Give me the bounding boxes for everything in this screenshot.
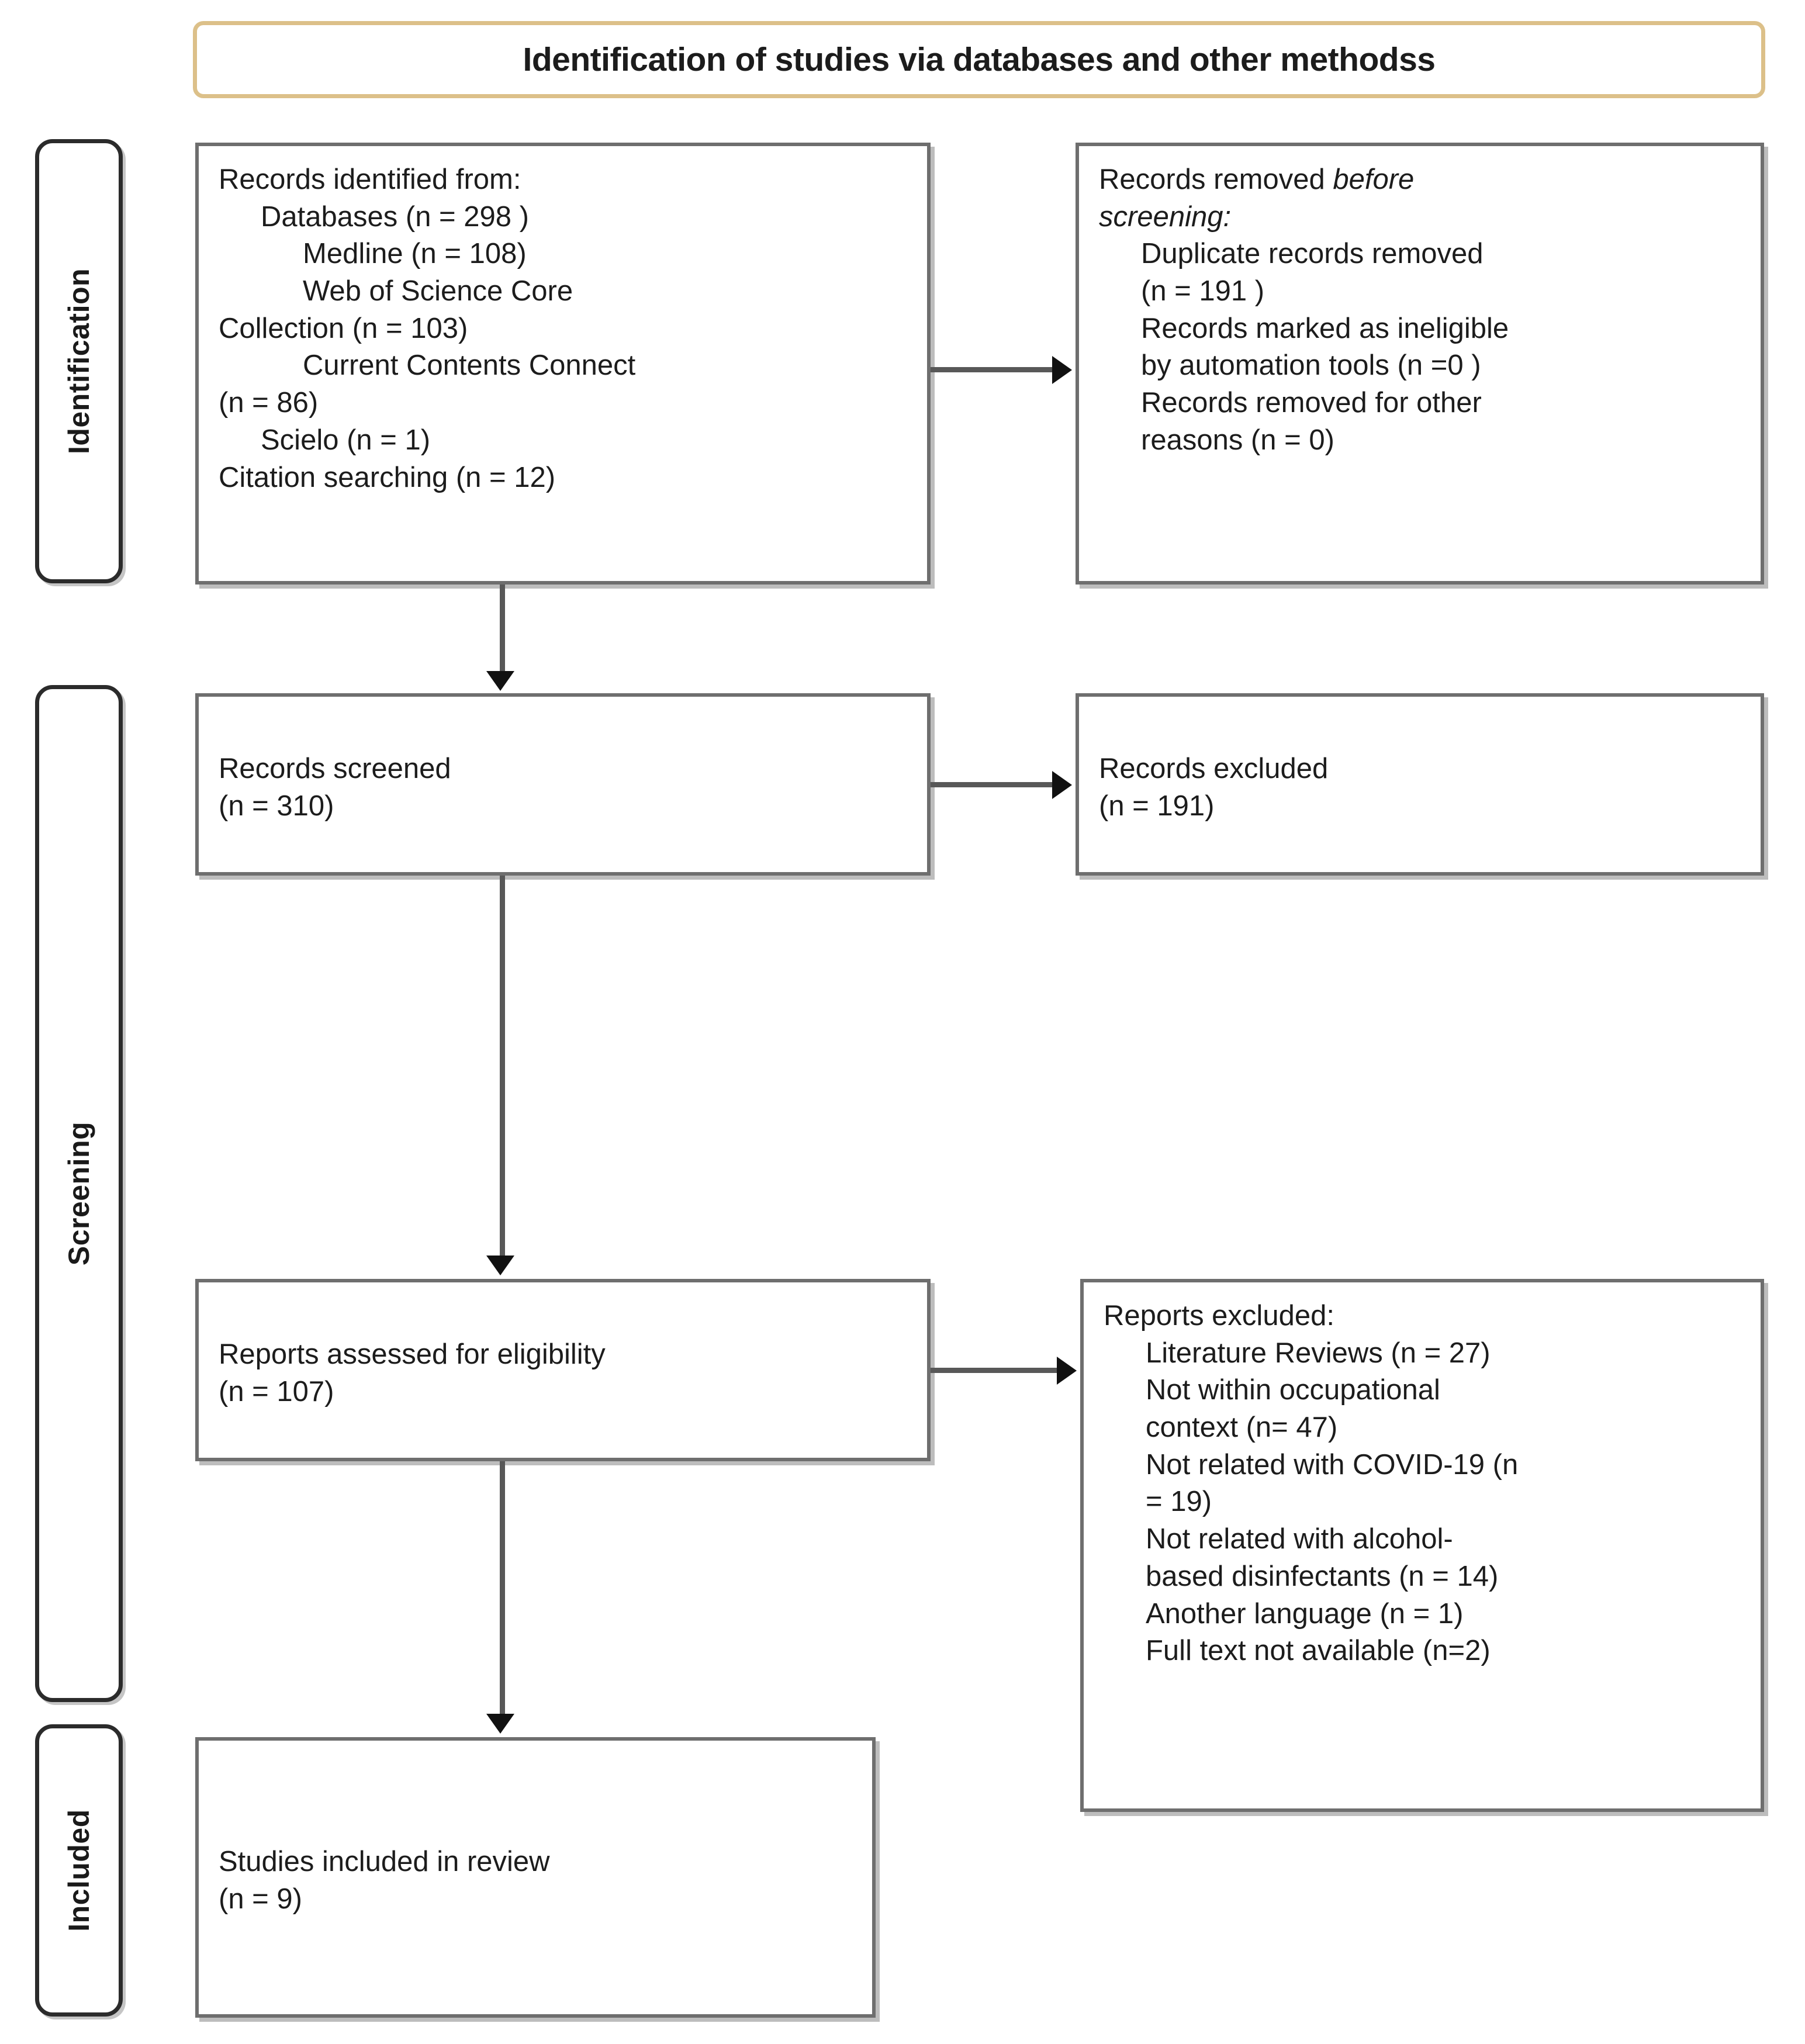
box-line: (n = 310) bbox=[219, 790, 334, 822]
box-line-prefix: Records removed bbox=[1099, 164, 1333, 195]
connector-screened-to-records-excluded bbox=[931, 782, 1054, 787]
stage-label-text: Identification bbox=[63, 268, 96, 455]
box-line: (n = 191) bbox=[1099, 790, 1215, 822]
box-line: Medline (n = 108) bbox=[303, 238, 527, 270]
page-title: Identification of studies via databases … bbox=[523, 41, 1436, 78]
box-line: screening: bbox=[1099, 200, 1232, 233]
stage-label-text: Screening bbox=[63, 1121, 95, 1266]
box-line: Records removed before bbox=[1099, 161, 1743, 199]
box-line: Collection (n = 103) bbox=[219, 312, 468, 344]
box-line: Full text not available (n=2) bbox=[1146, 1635, 1491, 1667]
connector-identified-to-screened bbox=[500, 585, 505, 672]
arrow-down-icon bbox=[486, 671, 514, 691]
box-reports-excluded: Reports excluded: Literature Reviews (n … bbox=[1080, 1279, 1764, 1812]
box-records-identified: Records identified from: Databases (n = … bbox=[195, 143, 931, 585]
box-line: = 19) bbox=[1146, 1486, 1212, 1518]
box-records-excluded: Records excluded (n = 191) bbox=[1076, 693, 1764, 876]
stage-label-text: Included bbox=[63, 1809, 96, 1932]
arrow-right-icon bbox=[1052, 356, 1072, 384]
box-line: Literature Reviews (n = 27) bbox=[1146, 1337, 1491, 1369]
box-line: Records removed for other bbox=[1141, 387, 1482, 419]
box-line: Studies included in review bbox=[219, 1846, 550, 1878]
box-line: Not within occupational bbox=[1146, 1374, 1440, 1406]
arrow-down-icon bbox=[486, 1256, 514, 1275]
box-records-removed-before-screening: Records removed before screening: Duplic… bbox=[1076, 143, 1764, 585]
box-records-screened: Records screened (n = 310) bbox=[195, 693, 931, 876]
box-line: (n = 107) bbox=[219, 1376, 334, 1407]
connector-eligibility-to-reports-excluded bbox=[931, 1368, 1059, 1373]
box-line: Scielo (n = 1) bbox=[261, 424, 431, 456]
box-line: (n = 191 ) bbox=[1141, 275, 1265, 307]
box-line: Web of Science Core bbox=[303, 275, 573, 307]
diagram-title-banner: Identification of studies via databases … bbox=[193, 21, 1765, 98]
box-line: Current Contents Connect bbox=[303, 350, 636, 382]
box-reports-assessed-for-eligibility: Reports assessed for eligibility (n = 10… bbox=[195, 1279, 931, 1461]
box-line: Records marked as ineligible bbox=[1141, 312, 1509, 344]
connector-screened-to-eligibility bbox=[500, 876, 505, 1257]
box-line: Another language (n = 1) bbox=[1146, 1597, 1464, 1630]
arrow-down-icon bbox=[486, 1714, 514, 1734]
box-line: context (n= 47) bbox=[1146, 1412, 1338, 1444]
box-line: by automation tools (n =0 ) bbox=[1141, 350, 1481, 382]
arrow-right-icon bbox=[1057, 1357, 1077, 1385]
box-studies-included-in-review: Studies included in review (n = 9) bbox=[195, 1737, 876, 2018]
arrow-right-icon bbox=[1052, 771, 1072, 799]
stage-label-identification: Identification bbox=[35, 139, 123, 583]
box-line: Records screened bbox=[219, 753, 451, 785]
box-line: Not related with COVID-19 (n bbox=[1146, 1448, 1519, 1481]
box-line: Records identified from: bbox=[219, 164, 521, 195]
box-line: Reports assessed for eligibility bbox=[219, 1339, 606, 1371]
box-line: (n = 86) bbox=[219, 387, 319, 419]
box-line: (n = 9) bbox=[219, 1883, 302, 1915]
box-line: Records excluded bbox=[1099, 753, 1329, 785]
box-line: Duplicate records removed bbox=[1141, 238, 1484, 270]
box-line: Citation searching (n = 12) bbox=[219, 461, 556, 493]
box-line: reasons (n = 0) bbox=[1141, 424, 1334, 456]
connector-eligibility-to-included bbox=[500, 1461, 505, 1715]
box-line: Not related with alcohol- bbox=[1146, 1523, 1453, 1555]
box-line: based disinfectants (n = 14) bbox=[1146, 1560, 1499, 1592]
stage-label-screening: Screening bbox=[35, 685, 123, 1702]
box-line: Reports excluded: bbox=[1104, 1300, 1334, 1331]
stage-label-included: Included bbox=[35, 1724, 123, 2017]
box-line-emphasis: before bbox=[1333, 164, 1415, 195]
box-line: Databases (n = 298 ) bbox=[261, 200, 529, 233]
connector-identified-to-removed bbox=[931, 367, 1054, 372]
